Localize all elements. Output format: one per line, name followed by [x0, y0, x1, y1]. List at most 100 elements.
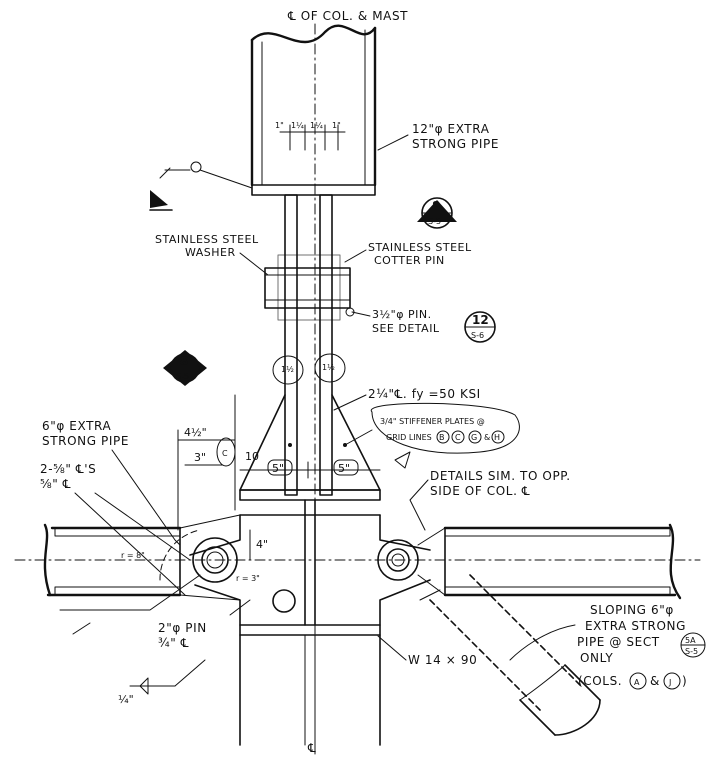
- stiffener-label-1: 3/4" STIFFENER PLATES @: [380, 417, 485, 426]
- cotter-label-2: COTTER PIN: [374, 254, 445, 267]
- pin-2-label-2: ¾" ℄: [158, 636, 189, 650]
- dim-top-1c: 1¼: [310, 121, 323, 130]
- col-tag-close: ): [682, 674, 687, 688]
- w-shape-label: W 14 × 90: [408, 653, 477, 667]
- pipe-6-label-1: 6"φ EXTRA: [42, 419, 111, 433]
- dim-top-1b: 1¼: [291, 121, 304, 130]
- w-shape-leader: [377, 635, 407, 661]
- grid-g: G: [471, 433, 477, 442]
- detail-tag-num: 12: [472, 313, 489, 327]
- pipe-6-leader: [111, 449, 181, 546]
- detail-tag-12: 12 S-6: [464, 311, 496, 343]
- top-bolt-dims: 1" 1¼ 1¼ 1": [275, 121, 346, 151]
- washer-label-1: STAINLESS STEEL: [155, 233, 259, 246]
- col-tag-j: J: [668, 678, 671, 687]
- left-pipe-6: [43, 523, 182, 597]
- sloping-pipe: [419, 574, 601, 736]
- dim-4-5: 4½": [184, 426, 207, 439]
- column-hole: [272, 589, 296, 613]
- dim-1-5a: 1½: [281, 365, 294, 374]
- pin-35-label-2: SEE DETAIL: [372, 322, 440, 335]
- details-leader: [409, 479, 429, 531]
- section-cut-top-left: [149, 190, 173, 211]
- col-tag-a: A: [634, 678, 640, 687]
- mast-pipe-12: [250, 24, 377, 196]
- cotter-leader: [344, 249, 367, 263]
- plate-leader-2: [74, 492, 186, 596]
- top-base-plate: [239, 489, 381, 501]
- top-centerline-note: ℄ OF COL. & MAST: [287, 9, 408, 23]
- washer-label-2: WASHER: [185, 246, 236, 259]
- sloping-label-3: PIPE @ SECT: [577, 635, 660, 649]
- top-cl-label: ℄ OF COL. & MAST: [287, 9, 408, 23]
- grid-h: H: [494, 433, 500, 442]
- section-tag-top-right: 8 S-5: [417, 197, 457, 229]
- details-label-1: DETAILS SIM. TO OPP.: [430, 469, 571, 483]
- details-label-2: SIDE OF COL. ℄: [430, 484, 530, 498]
- dim-3: 3": [194, 451, 206, 464]
- detail-tag-sheet: S-6: [471, 331, 484, 340]
- washer-leader: [239, 252, 269, 276]
- cotter-label-1: STAINLESS STEEL: [368, 241, 472, 254]
- pipe-6-label-2: STRONG PIPE: [42, 434, 129, 448]
- sect-tag-sheet: S-5: [685, 647, 698, 656]
- section-tag-top-sheet: S-5: [428, 217, 441, 226]
- stiffener-label-2: GRID LINES: [386, 433, 432, 442]
- bottom-cl: ℄: [307, 741, 316, 755]
- grid-amp: &: [484, 433, 490, 442]
- plate-leader-3: [59, 574, 201, 611]
- dim-c: C: [222, 449, 228, 458]
- dim-5b: 5": [338, 462, 350, 475]
- sloping-label-2: EXTRA STRONG: [585, 619, 686, 633]
- gusset-dims: 5" 5" 10: [239, 450, 411, 479]
- pipe-12-label-2: STRONG PIPE: [412, 137, 499, 151]
- plate-58-label-2: ⅝" ℄: [40, 477, 71, 491]
- dim-top-1d: 1": [332, 121, 341, 130]
- plate-note-leader: [333, 394, 367, 411]
- pin-35-leader: [351, 311, 371, 317]
- sloping-leader: [509, 624, 576, 661]
- plate-note: 2¼"℄. fy =50 KSI: [368, 387, 481, 401]
- weld-size: ¼": [118, 693, 134, 706]
- pipe-12-leader: [377, 134, 409, 151]
- grid-b: B: [439, 433, 445, 442]
- washer-assembly: [264, 254, 355, 321]
- pin-plate-vertical: [284, 194, 333, 496]
- col-tag-a-circle: [629, 672, 647, 690]
- stiffener-note: 3/4" STIFFENER PLATES @ GRID LINES B C G…: [344, 402, 520, 454]
- sect-tag: 5A S-5: [680, 632, 706, 658]
- column-w14: [189, 499, 431, 626]
- weld-symbol-top: [159, 161, 253, 189]
- left-dims: 4½" 3" C 4": [177, 394, 268, 561]
- sloping-label-1: SLOPING 6"φ: [590, 603, 674, 617]
- pin-2-leader: [229, 599, 251, 616]
- section-tag-top-num: 8: [432, 199, 440, 213]
- dim-top-1a: 1": [275, 121, 284, 130]
- plate-58-label-1: 2-⅝" ℄'S: [40, 462, 96, 476]
- radius-3: r = 3": [236, 574, 260, 583]
- dim-5a: 5": [272, 462, 284, 475]
- dim-10: 10: [245, 450, 259, 463]
- bottom-base-plate: [239, 624, 381, 746]
- pin-35-label-1: 3½"φ PIN.: [372, 308, 432, 321]
- grid-c: C: [455, 433, 461, 442]
- col-tag-j-circle: [663, 672, 681, 690]
- radius-8: r = 8": [121, 551, 145, 560]
- section-tag-left-sheet: S-5: [176, 372, 189, 381]
- weld-symbol-bottom-left: ¼": [118, 659, 206, 706]
- section-tag-left: 8 S-5: [163, 350, 207, 386]
- left-pin-connection: r = 8" r = 3": [121, 514, 260, 601]
- dim-4: 4": [256, 538, 268, 551]
- pin-2-label-1: 2"φ PIN: [158, 621, 207, 635]
- sloping-label-5: (COLS.: [578, 674, 622, 688]
- sect-tag-num: 5A: [685, 636, 696, 645]
- pipe-12-label-1: 12"φ EXTRA: [412, 122, 490, 136]
- sloping-label-4: ONLY: [580, 651, 613, 665]
- dim-1-5b: 1½: [322, 363, 335, 372]
- section-tag-left-num: 8: [180, 354, 188, 368]
- plate-leader-1: [94, 492, 191, 561]
- right-pipe-6: [377, 523, 682, 600]
- col-tag-amp: &: [650, 674, 660, 688]
